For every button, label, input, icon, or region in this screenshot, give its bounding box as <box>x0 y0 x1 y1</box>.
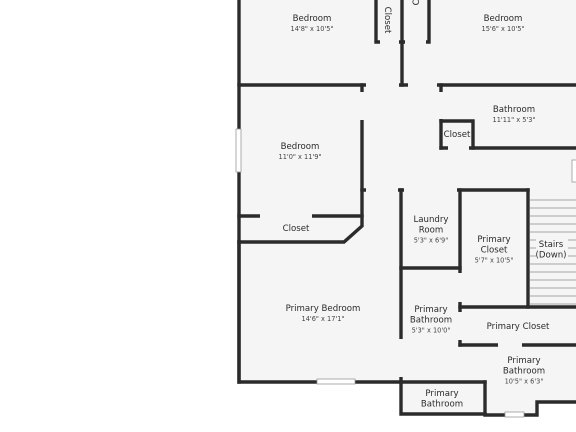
room-name: Primary <box>477 235 510 245</box>
room-closet-bath: Closet <box>444 130 471 140</box>
room-dimensions: 14'6" x 17'1" <box>302 315 345 323</box>
room-name: Bathroom <box>503 367 545 377</box>
room-name: Stairs <box>539 240 564 250</box>
room-primary-closet-wide: Primary Closet <box>487 322 550 332</box>
room-dimensions: 5'3" x 10'0" <box>412 327 451 335</box>
room-name: (Down) <box>535 251 566 261</box>
room-dimensions: 10'5" x 6'3" <box>505 378 544 386</box>
room-name: Closet <box>382 7 392 34</box>
room-dimensions: 15'6" x 10'5" <box>482 25 525 33</box>
room-name: Closet <box>283 224 310 234</box>
room-name: Primary Closet <box>487 322 550 332</box>
room-name: Bathroom <box>493 105 535 115</box>
room-closet-middle: Closet <box>283 224 310 234</box>
stairs-treads <box>530 199 576 305</box>
room-name: Closet <box>481 246 508 256</box>
room-name: Primary <box>507 356 540 366</box>
room-name: Bedroom <box>484 14 523 24</box>
room-closet-top-a: Closet <box>382 7 392 34</box>
room-name: Laundry <box>413 215 448 225</box>
room-closet-top-b: Closet <box>412 0 422 5</box>
room-name: Closet <box>444 130 471 140</box>
room-name: Closet <box>412 0 422 5</box>
room-dimensions: 5'3" x 6'9" <box>414 237 449 245</box>
room-name: Primary Bedroom <box>286 304 361 314</box>
door-openings <box>260 39 522 377</box>
room-name: Room <box>419 226 443 236</box>
room-name: Bedroom <box>281 142 320 152</box>
room-name: Bathroom <box>421 400 463 410</box>
room-dimensions: 5'7" x 10'5" <box>475 257 514 265</box>
room-stairs: Stairs(Down) <box>535 240 566 261</box>
room-name: Bathroom <box>410 316 452 326</box>
room-name: Bedroom <box>293 14 332 24</box>
room-dimensions: 14'8" x 10'5" <box>291 25 334 33</box>
stairs-label-background <box>536 236 568 262</box>
windows <box>235 128 576 418</box>
floor-area <box>239 0 576 415</box>
room-dimensions: 11'11" x 5'3" <box>493 116 536 124</box>
room-dimensions: 11'0" x 11'9" <box>279 153 322 161</box>
room-name: Primary <box>425 389 458 399</box>
room-name: Primary <box>414 305 447 315</box>
